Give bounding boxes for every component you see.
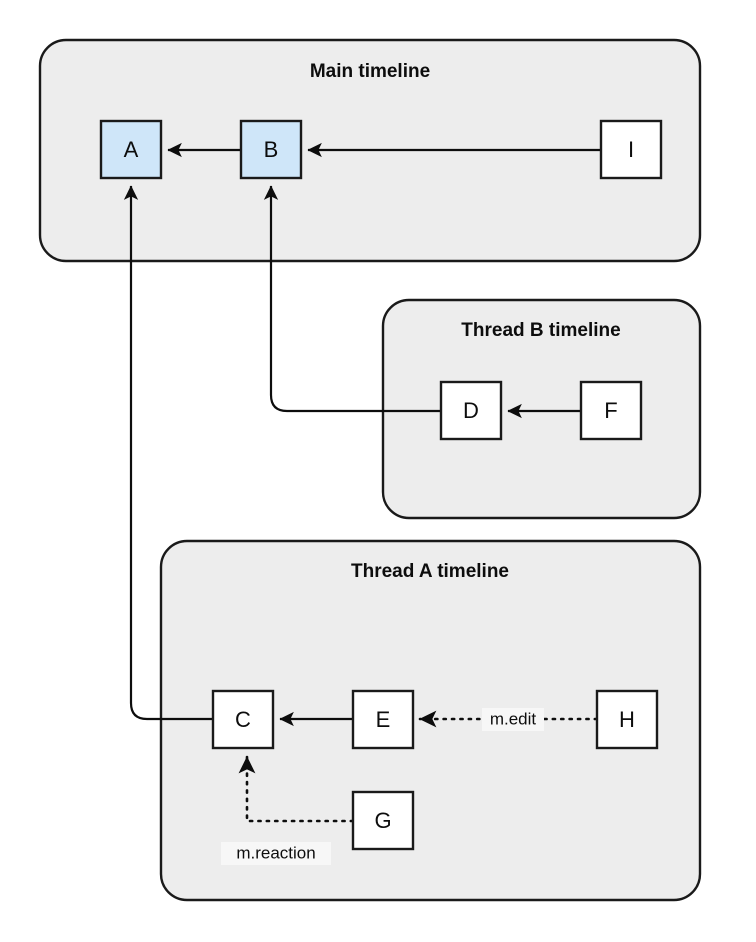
node-b[interactable]: B bbox=[239, 119, 303, 180]
node-g-label: G bbox=[374, 808, 391, 833]
panel-main-title: Main timeline bbox=[310, 61, 430, 82]
node-c-label: C bbox=[235, 707, 251, 732]
node-h-box bbox=[595, 689, 659, 750]
edge-label-m-reaction: m.reaction bbox=[221, 842, 331, 865]
node-a[interactable]: A bbox=[99, 119, 163, 180]
node-b-label: B bbox=[264, 137, 279, 162]
node-i-label: I bbox=[628, 137, 634, 162]
node-b-box bbox=[239, 119, 303, 180]
node-a-label: A bbox=[124, 137, 139, 162]
node-h[interactable]: H bbox=[595, 689, 659, 750]
edge-label-m-edit: m.edit bbox=[482, 708, 544, 731]
node-a-box bbox=[99, 119, 163, 180]
node-f-label: F bbox=[604, 398, 617, 423]
node-i[interactable]: I bbox=[599, 119, 663, 180]
node-d[interactable]: D bbox=[439, 380, 503, 441]
panel-thread-b[interactable]: Thread B timeline bbox=[381, 298, 702, 520]
edge-c-to-a[interactable] bbox=[123, 185, 213, 721]
edge-label-m-edit-background bbox=[482, 708, 544, 731]
node-g[interactable]: G bbox=[351, 790, 415, 851]
node-c[interactable]: C bbox=[211, 689, 275, 750]
node-g-box bbox=[351, 790, 415, 851]
node-f[interactable]: F bbox=[579, 380, 643, 441]
edge-g-to-c[interactable] bbox=[238, 755, 355, 823]
node-d-box bbox=[439, 380, 503, 441]
edge-label-m-edit-text: m.edit bbox=[490, 709, 537, 728]
edge-label-m-reaction-background bbox=[221, 842, 331, 865]
node-i-box bbox=[599, 119, 663, 180]
panel-thread-b-background bbox=[381, 298, 702, 520]
node-c-box bbox=[211, 689, 275, 750]
panel-thread-a-title: Thread A timeline bbox=[351, 561, 509, 582]
node-e-label: E bbox=[376, 707, 391, 732]
panel-thread-b-title: Thread B timeline bbox=[461, 320, 620, 341]
node-h-label: H bbox=[619, 707, 635, 732]
node-e[interactable]: E bbox=[351, 689, 415, 750]
node-d-label: D bbox=[463, 398, 479, 423]
edge-label-m-reaction-text: m.reaction bbox=[236, 843, 315, 862]
node-e-box bbox=[351, 689, 415, 750]
edge-d-to-b[interactable] bbox=[263, 185, 441, 413]
node-f-box bbox=[579, 380, 643, 441]
